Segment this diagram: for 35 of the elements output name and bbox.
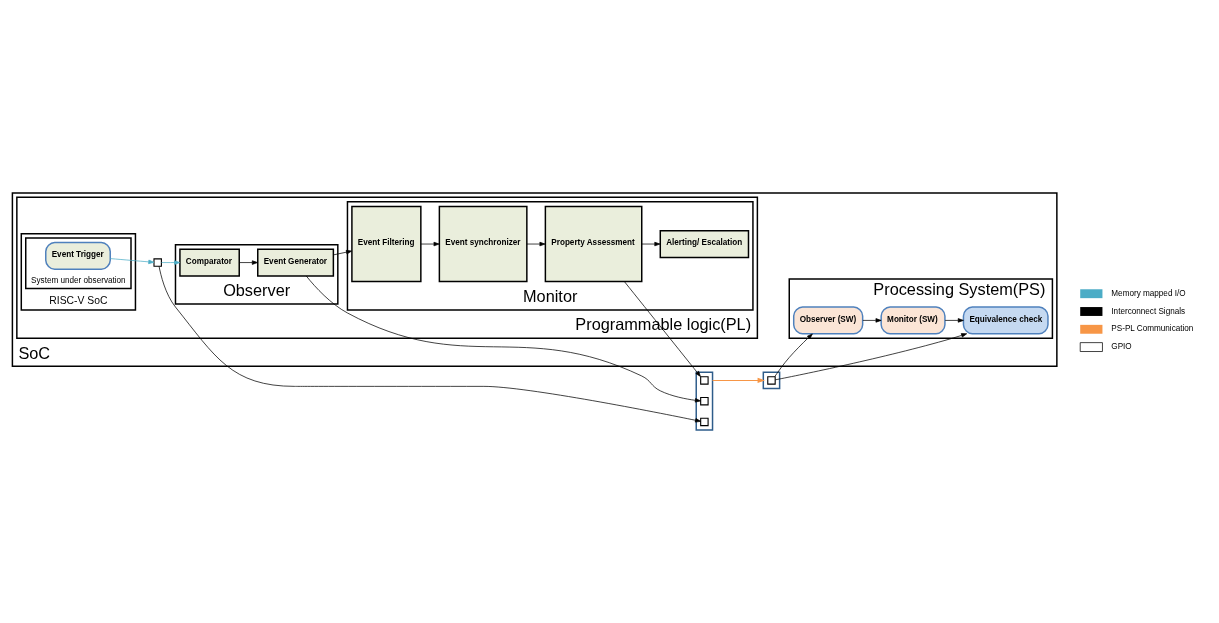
node-box: Event Trigger: [45, 241, 111, 270]
node-box: [700, 376, 709, 385]
arrow: [333, 250, 352, 256]
legend-label: PS-PL Communication: [1111, 324, 1194, 334]
legend-label: Interconnect Signals: [1111, 306, 1186, 316]
arrow: [641, 241, 661, 247]
arrow: [774, 333, 968, 381]
arrow: [158, 266, 702, 423]
node-box: Observer (SW): [792, 306, 864, 335]
arrow: [774, 333, 813, 378]
node-box: Alerting/ Escalation: [659, 229, 750, 259]
arrow: [526, 241, 546, 247]
arrow: [109, 258, 155, 265]
legend-label: GPIO: [1111, 342, 1132, 352]
node-box: Event Filtering: [351, 205, 422, 283]
arrow: [944, 318, 964, 323]
node-box: [153, 258, 162, 267]
node-box: [700, 417, 709, 427]
arrow: [305, 275, 701, 403]
node-box: [767, 376, 776, 385]
node-box: Comparator: [179, 248, 240, 277]
node-box: Monitor (SW): [880, 306, 946, 335]
node-box: Event synchronizer: [438, 205, 528, 283]
arrow: [862, 318, 882, 323]
cluster: [762, 371, 781, 390]
node-box: Event Generator: [257, 248, 335, 277]
arrow: [239, 260, 258, 265]
arrow: [161, 260, 181, 265]
arrow: [420, 241, 440, 247]
arrow: [624, 281, 701, 377]
node-box: [700, 396, 709, 406]
legend-label: Memory mapped I/O: [1111, 288, 1186, 298]
arrow: [712, 377, 765, 384]
node-box: Property Assessment: [544, 205, 643, 283]
node-box: Equivalence check: [962, 306, 1049, 335]
